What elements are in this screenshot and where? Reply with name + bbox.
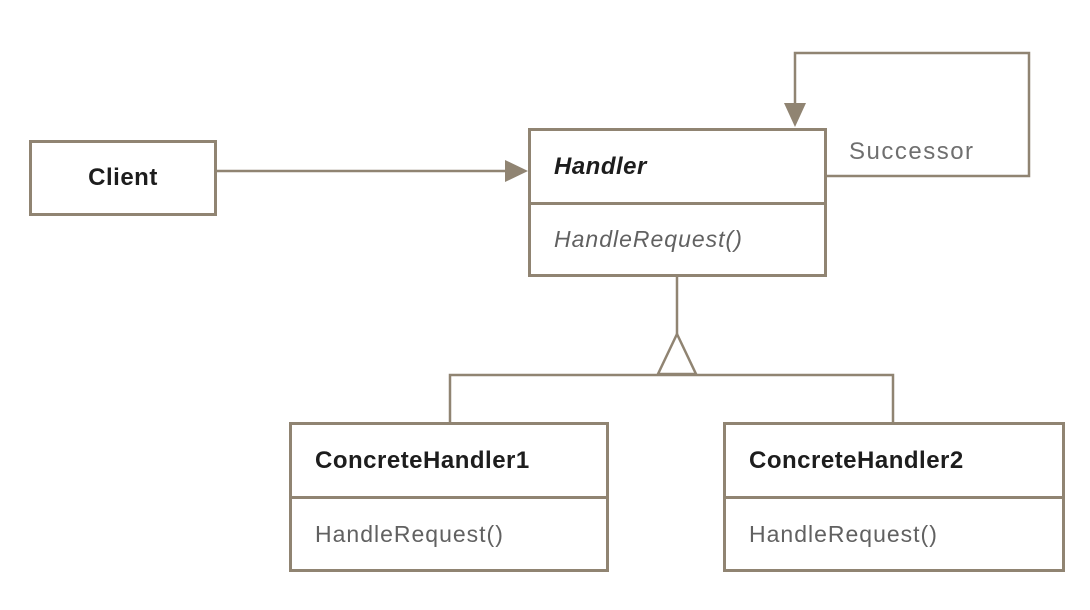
self-loop-line: [793, 51, 1031, 178]
class-box-handler: Handler HandleRequest(): [528, 128, 827, 277]
class-method-handler: HandleRequest(): [554, 226, 743, 252]
generalization-branch-line: [448, 373, 895, 422]
successor-self-loop: [784, 51, 1031, 178]
class-method-concrete-handler-2: HandleRequest(): [749, 520, 938, 547]
arrowhead-icon: [505, 160, 528, 182]
class-name-client: Client: [88, 164, 158, 191]
inheritance-triangle-icon: [656, 331, 698, 376]
class-method-concrete-handler-1: HandleRequest(): [315, 520, 504, 547]
class-box-concrete-handler-1: ConcreteHandler1 HandleRequest(): [289, 422, 609, 572]
class-name-handler: Handler: [531, 131, 824, 205]
class-name-concrete-handler-2: ConcreteHandler2: [726, 425, 1062, 499]
class-name-concrete-handler-1: ConcreteHandler1: [292, 425, 606, 499]
class-box-client: Client: [29, 140, 217, 216]
arrowhead-icon: [784, 103, 806, 127]
successor-label: Successor: [849, 138, 975, 165]
generalization-connector: [448, 277, 895, 422]
class-box-concrete-handler-2: ConcreteHandler2 HandleRequest(): [723, 422, 1065, 572]
association-client-to-handler: [217, 160, 528, 182]
